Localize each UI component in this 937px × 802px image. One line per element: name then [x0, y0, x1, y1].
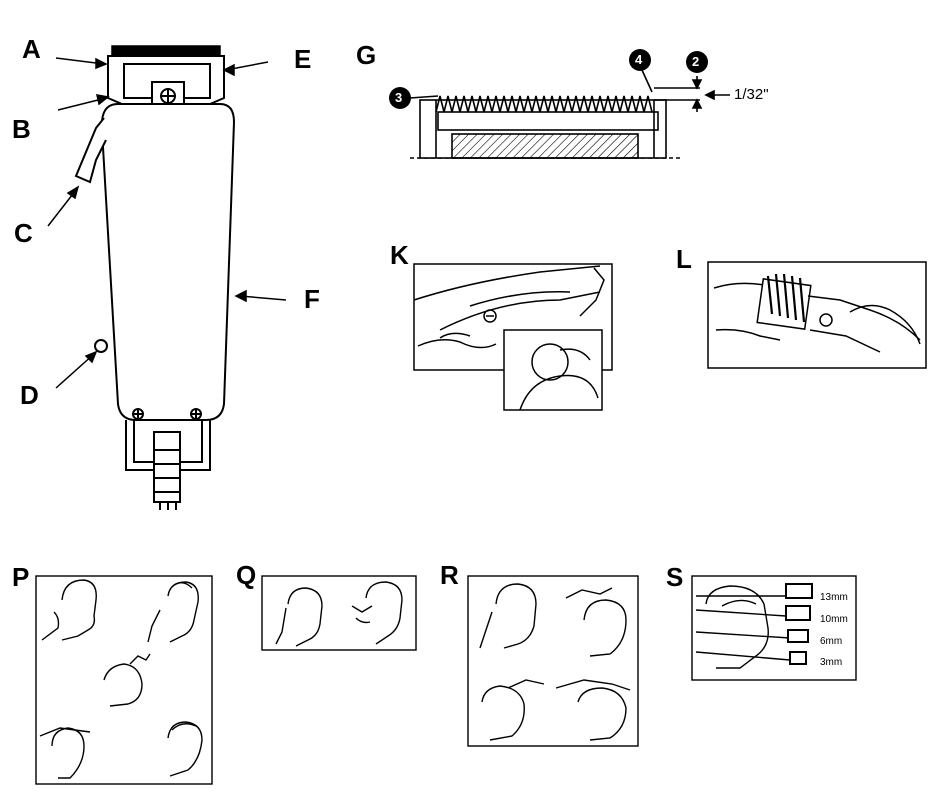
- guide-size-10mm: 10mm: [820, 614, 848, 625]
- panel-p-illustration: [35, 575, 213, 785]
- label-e: E: [294, 44, 312, 74]
- guide-size-13mm: 13mm: [820, 592, 848, 603]
- label-p: P: [12, 562, 30, 592]
- panel-r-illustration: [467, 575, 639, 747]
- callout-4: 4: [635, 52, 643, 67]
- panel-q-illustration: [261, 575, 417, 651]
- panel-l-illustration: [707, 261, 927, 369]
- label-a: A: [22, 34, 41, 64]
- label-l: L: [676, 244, 692, 274]
- guide-comb-6mm: [787, 629, 809, 643]
- blade-alignment-diagram: [409, 69, 730, 159]
- guide-comb-13mm: [785, 583, 813, 599]
- guide-comb-3mm: [789, 651, 807, 665]
- measurement-label: 1/32": [734, 86, 769, 103]
- guide-comb-10mm: [785, 605, 811, 621]
- clipper-pointer-arrows: [47, 57, 287, 389]
- callout-3: 3: [395, 90, 403, 105]
- panel-s-illustration: [691, 575, 857, 681]
- guide-size-3mm: 3mm: [820, 657, 843, 668]
- label-f: F: [304, 284, 320, 314]
- blade-teeth: [111, 45, 221, 57]
- label-c: C: [14, 218, 33, 248]
- label-g: G: [356, 40, 377, 70]
- label-s: S: [666, 562, 684, 592]
- blade-teeth-zigzag: [435, 95, 653, 113]
- label-q: Q: [236, 560, 257, 590]
- label-b: B: [12, 114, 31, 144]
- label-d: D: [20, 380, 39, 410]
- label-k: K: [390, 240, 409, 270]
- callout-2: 2: [692, 54, 700, 69]
- hair-clipper-drawing: [74, 45, 236, 510]
- callout-badges: [389, 49, 708, 109]
- panel-k-illustration: [413, 263, 613, 411]
- guide-size-6mm: 6mm: [820, 636, 843, 647]
- label-r: R: [440, 560, 459, 590]
